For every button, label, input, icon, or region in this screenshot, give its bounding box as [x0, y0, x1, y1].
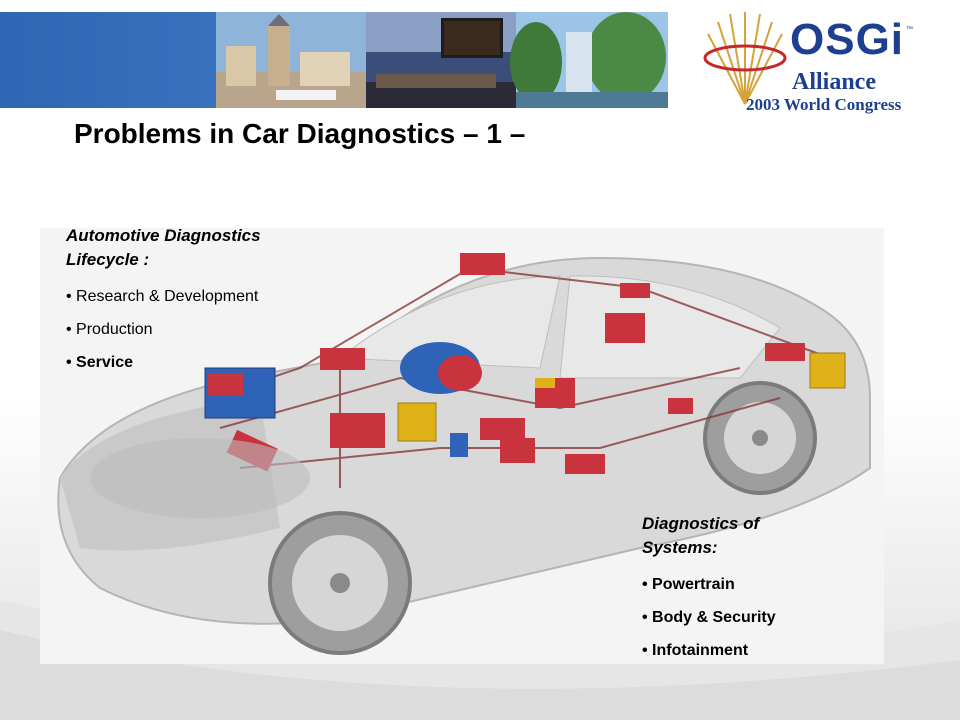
lifecycle-item-service: • Service [66, 354, 133, 371]
logo-alliance: Alliance [792, 69, 876, 95]
banner-photo-strip [216, 12, 668, 108]
lifecycle-heading-line2: Lifecycle : [66, 250, 150, 269]
car-illustration [40, 228, 884, 664]
lifecycle-heading-line1: Automotive Diagnostics [66, 226, 261, 245]
lifecycle-item-research: • Research & Development [66, 288, 259, 305]
osgi-logo: OSGi ™ Alliance 2003 World Congress [700, 4, 920, 116]
logo-congress: 2003 World Congress [746, 95, 902, 114]
systems-item-infotainment: • Infotainment [642, 642, 749, 659]
lifecycle-item-production: • Production [66, 321, 153, 338]
systems-heading-line2: Systems: [642, 538, 718, 557]
systems-heading-line1: Diagnostics of [642, 514, 760, 533]
systems-item-body-security: • Body & Security [642, 609, 776, 626]
logo-starburst-icon [703, 12, 787, 105]
logo-trademark: ™ [906, 26, 913, 33]
lifecycle-heading: Automotive Diagnostics Lifecycle : [66, 224, 336, 272]
systems-heading: Diagnostics of Systems: [642, 512, 862, 560]
lifecycle-block: Automotive Diagnostics Lifecycle : • Res… [66, 224, 336, 379]
systems-item-powertrain: • Powertrain [642, 576, 735, 593]
systems-block: Diagnostics of Systems: • Powertrain • B… [642, 512, 862, 667]
slide-title: Problems in Car Diagnostics – 1 – [74, 118, 526, 149]
header-banner [0, 12, 668, 108]
logo-wordmark: OSGi [790, 15, 905, 64]
